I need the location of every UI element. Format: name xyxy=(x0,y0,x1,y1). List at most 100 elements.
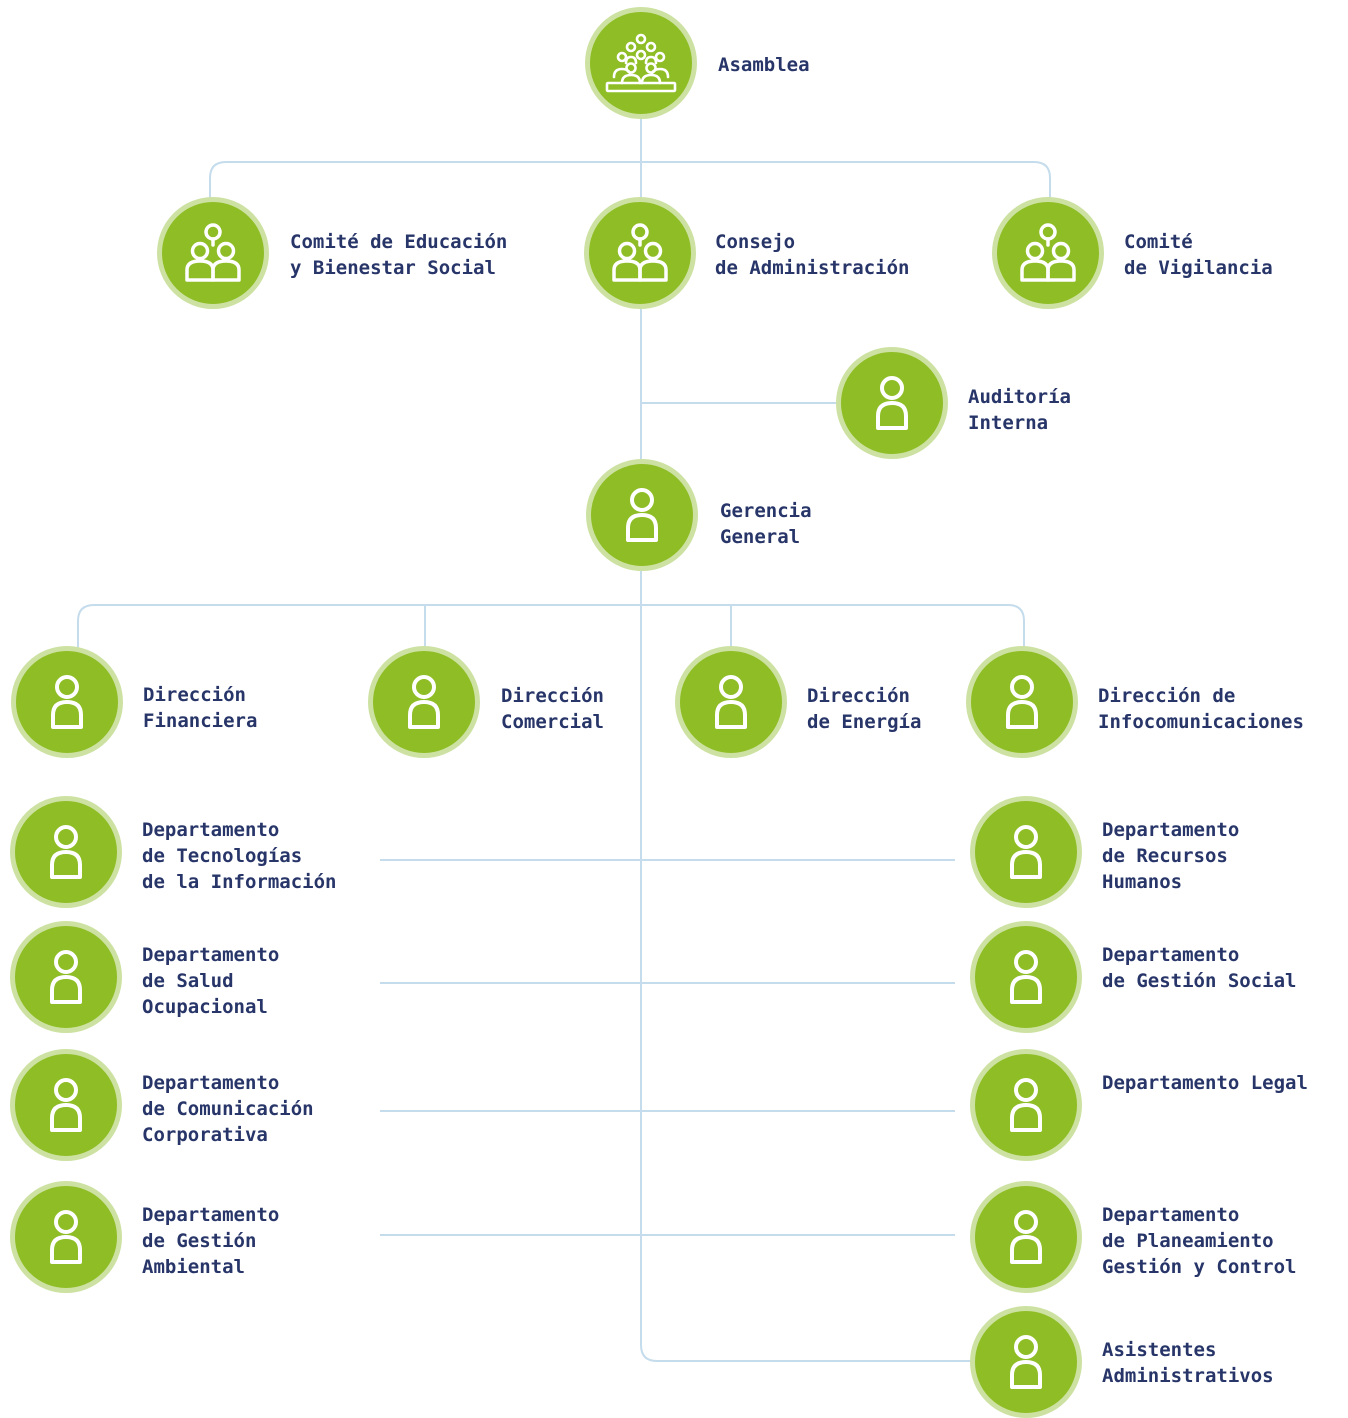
node-asamblea-label: Asamblea xyxy=(718,52,810,78)
node-asistentes-circle xyxy=(970,1306,1082,1418)
node-label-line: y Bienestar Social xyxy=(290,257,496,279)
node-dep-comunicacion-circle xyxy=(10,1049,122,1161)
node-label-line: Ambiental xyxy=(142,1256,245,1278)
node-dep-gestion-social-circle xyxy=(970,921,1082,1033)
node-gerencia-circle xyxy=(586,459,698,571)
node-dep-planeamiento-circle xyxy=(970,1181,1082,1293)
node-label-line: Interna xyxy=(968,412,1049,434)
node-label-line: Ocupacional xyxy=(142,996,268,1018)
node-dep-gestion-social-label: Departamento de Gestión Social xyxy=(1102,942,1296,994)
node-label-line: de Planeamiento xyxy=(1102,1230,1274,1252)
assembly-icon xyxy=(604,33,678,93)
node-label-line: Departamento xyxy=(142,944,280,966)
person-icon xyxy=(44,673,90,731)
node-consejo-label: Consejo de Administración xyxy=(715,229,909,281)
node-dir-financiera-circle xyxy=(11,646,123,758)
node-consejo-circle xyxy=(584,197,696,309)
node-label-line: Departamento xyxy=(142,1072,280,1094)
person-icon xyxy=(708,673,754,731)
node-dir-infocom-label: Dirección de Infocomunicaciones xyxy=(1098,683,1304,735)
node-label-line: de Administración xyxy=(715,257,910,279)
person-icon xyxy=(43,823,89,881)
node-dir-energia-circle xyxy=(675,646,787,758)
person-icon xyxy=(1003,1208,1049,1266)
node-label-line: de Tecnologías xyxy=(142,845,303,867)
node-dir-infocom-circle xyxy=(966,646,1078,758)
node-label-line: Asistentes xyxy=(1102,1339,1217,1361)
node-label-line: Departamento xyxy=(1102,1204,1240,1226)
node-label-line: General xyxy=(720,526,801,548)
node-comite-vigilancia-circle xyxy=(992,197,1104,309)
node-dep-tecnologias-label: Departamento de Tecnologías de la Informac… xyxy=(142,817,336,895)
node-dep-legal-label: Departamento Legal xyxy=(1102,1070,1308,1096)
node-dep-ambiental-circle xyxy=(10,1181,122,1293)
node-dep-salud-circle xyxy=(10,921,122,1033)
node-label-line: Comercial xyxy=(501,711,604,733)
person-icon xyxy=(869,374,915,432)
person-icon xyxy=(1003,823,1049,881)
node-auditoria-circle xyxy=(836,347,948,459)
person-icon xyxy=(43,1076,89,1134)
connector-asamblea-to-comite-vigilancia xyxy=(641,161,1051,200)
person-icon xyxy=(401,673,447,731)
node-dep-legal-circle xyxy=(970,1049,1082,1161)
person-icon xyxy=(1003,948,1049,1006)
node-asamblea-circle xyxy=(585,7,697,119)
group-icon xyxy=(607,222,673,284)
node-label-line: de Salud xyxy=(142,970,234,992)
node-label-line: Gestión y Control xyxy=(1102,1256,1297,1278)
node-label-line: Dirección xyxy=(143,684,246,706)
person-icon xyxy=(999,673,1045,731)
node-label-line: Departamento xyxy=(1102,944,1240,966)
node-label-line: Comité de Educación xyxy=(290,231,508,253)
node-dir-comercial-circle xyxy=(368,646,480,758)
node-label-line: Auditoría xyxy=(968,386,1071,408)
node-label-line: Consejo xyxy=(715,231,796,253)
node-label-line: Infocomunicaciones xyxy=(1098,711,1304,733)
node-label-line: de Comunicación xyxy=(142,1098,314,1120)
node-label-line: Dirección xyxy=(501,685,604,707)
node-label-line: de la Información xyxy=(142,871,337,893)
node-label-line: Gerencia xyxy=(720,500,812,522)
connector-gerencia-to-dir-financiera xyxy=(77,604,641,648)
node-dir-energia-label: Dirección de Energía xyxy=(807,683,921,735)
node-comite-educacion-circle xyxy=(157,197,269,309)
person-icon xyxy=(1003,1076,1049,1134)
node-label-line: de Energía xyxy=(807,711,922,733)
node-comite-educacion-label: Comité de Educación y Bienestar Social xyxy=(290,229,507,281)
node-dep-tecnologias-circle xyxy=(10,796,122,908)
node-label-line: Dirección de xyxy=(1098,685,1236,707)
node-label-line: Financiera xyxy=(143,710,258,732)
node-label-line: de Recursos xyxy=(1102,845,1228,867)
node-label-line: Departamento Legal xyxy=(1102,1072,1308,1094)
node-label-line: Asamblea xyxy=(718,54,810,76)
connector-asamblea-to-comite-educacion xyxy=(209,161,641,200)
connector-gerencia-to-asistentes xyxy=(640,570,972,1362)
node-label-line: Administrativos xyxy=(1102,1365,1274,1387)
node-label-line: Departamento xyxy=(142,819,280,841)
node-label-line: Departamento xyxy=(1102,819,1240,841)
person-icon xyxy=(1003,1333,1049,1391)
node-label-line: Dirección xyxy=(807,685,910,707)
node-dep-recursos-circle xyxy=(970,796,1082,908)
node-label-line: de Vigilancia xyxy=(1124,257,1273,279)
node-label-line: Corporativa xyxy=(142,1124,268,1146)
person-icon xyxy=(619,486,665,544)
node-label-line: de Gestión xyxy=(142,1230,257,1252)
group-icon xyxy=(1015,222,1081,284)
connector-gerencia-to-dir-infocom xyxy=(641,604,1025,648)
node-label-line: de Gestión Social xyxy=(1102,970,1297,992)
